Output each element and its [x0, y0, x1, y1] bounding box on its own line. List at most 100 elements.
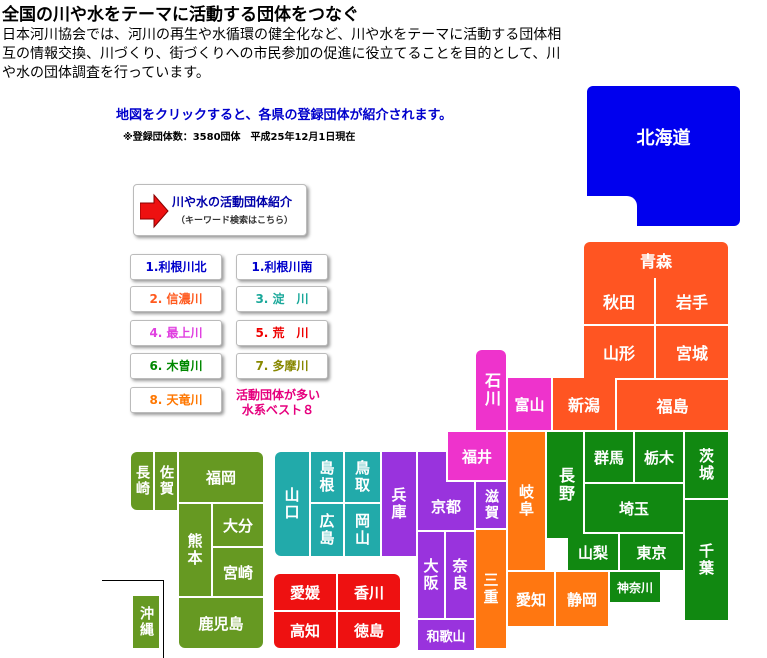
pref-nagano-label: 長野 [556, 467, 575, 503]
pref-osaka-label: 大阪 [421, 558, 440, 592]
registered-count-note: ※登録団体数：3580団体 平成25年12月1日現在 [123, 132, 356, 143]
pref-niigata[interactable]: 新潟 [553, 378, 615, 430]
pref-shiga[interactable]: 滋賀 [476, 482, 506, 528]
pref-tokyo[interactable]: 東京 [620, 534, 683, 570]
pref-shizuoka-label: 静岡 [566, 590, 597, 609]
pref-kumamoto-label: 熊本 [185, 533, 204, 567]
river-button-kiso[interactable]: 6. 木曽川 [130, 353, 222, 379]
pref-kagoshima[interactable]: 鹿児島 [179, 598, 263, 648]
okinawa-divider-vertical [163, 580, 164, 658]
pref-saga-label: 佐賀 [158, 465, 174, 497]
pref-oita-label: 大分 [222, 516, 253, 535]
hokkaido-notch [587, 196, 637, 228]
pref-okinawa[interactable]: 沖縄 [133, 596, 159, 648]
pref-shimane-label: 島根 [317, 460, 336, 494]
pref-nagasaki[interactable]: 長崎 [131, 452, 153, 510]
pref-tochigi[interactable]: 栃木 [635, 432, 683, 482]
pref-chiba[interactable]: 千葉 [685, 500, 728, 620]
pref-gifu[interactable]: 岐阜 [508, 432, 545, 570]
best8-caption: 活動団体が多い 水系ベスト８ [236, 388, 320, 418]
pref-hyogo-label: 兵庫 [389, 487, 408, 521]
pref-hiroshima-label: 広島 [317, 513, 336, 547]
pref-okayama[interactable]: 岡山 [345, 504, 380, 556]
pref-ehime[interactable]: 愛媛 [274, 574, 336, 610]
pref-mie[interactable]: 三重 [476, 530, 506, 648]
river-button-tone-north[interactable]: 1.利根川北 [130, 254, 222, 280]
pref-aomori-label: 青森 [639, 252, 672, 271]
pref-ibaraki-label: 茨城 [697, 448, 715, 482]
pref-fukui[interactable]: 福井 [448, 432, 506, 480]
pref-kochi-label: 高知 [289, 621, 320, 640]
pref-kagoshima-label: 鹿児島 [198, 614, 244, 633]
pref-shiga-label: 滋賀 [483, 489, 499, 521]
river-button-ara[interactable]: 5. 荒 川 [236, 320, 328, 346]
pref-shimane[interactable]: 島根 [311, 452, 343, 502]
river-button-yodo[interactable]: 3. 淀 川 [236, 286, 328, 312]
pref-tokushima-label: 徳島 [353, 621, 384, 640]
pref-fukushima[interactable]: 福島 [617, 380, 728, 430]
pref-aomori[interactable]: 青森 [584, 242, 728, 278]
pref-aichi[interactable]: 愛知 [508, 572, 554, 626]
pref-tottori-label: 鳥取 [353, 460, 371, 494]
pref-nara-label: 奈良 [450, 558, 469, 592]
pref-wakayama-label: 和歌山 [426, 629, 466, 645]
pref-ishikawa[interactable]: 石川 [476, 350, 506, 430]
pref-gunma[interactable]: 群馬 [585, 432, 633, 482]
arrow-right-icon [140, 193, 169, 229]
pref-kanagawa[interactable]: 神奈川 [610, 572, 660, 602]
pref-yamaguchi[interactable]: 山口 [275, 452, 309, 556]
river-button-shinano[interactable]: 2. 信濃川 [130, 286, 222, 312]
pref-akita-label: 秋田 [602, 293, 635, 312]
pref-kochi[interactable]: 高知 [274, 612, 336, 648]
pref-saitama[interactable]: 埼玉 [585, 484, 683, 532]
pref-yamagata[interactable]: 山形 [584, 326, 654, 378]
pref-kumamoto[interactable]: 熊本 [179, 504, 211, 596]
pref-mie-label: 三重 [481, 572, 500, 606]
pref-miyagi[interactable]: 宮城 [656, 326, 728, 378]
pref-yamagata-label: 山形 [602, 344, 635, 363]
pref-kyoto-label: 京都 [430, 497, 461, 516]
best8-line2: 水系ベスト８ [241, 403, 315, 417]
intro-text: 日本河川協会では、河川の再生や水循環の健全化など、川や水をテーマに活動する団体相… [2, 27, 562, 81]
pref-niigata-label: 新潟 [567, 396, 600, 415]
pref-fukuoka[interactable]: 福岡 [179, 452, 263, 502]
pref-okayama-label: 岡山 [353, 513, 371, 547]
pref-tottori[interactable]: 鳥取 [345, 452, 380, 502]
pref-toyama[interactable]: 富山 [508, 378, 551, 430]
pref-tochigi-label: 栃木 [643, 448, 674, 467]
pref-hiroshima[interactable]: 広島 [311, 504, 343, 556]
pref-oita[interactable]: 大分 [213, 504, 263, 546]
pref-yamanashi[interactable]: 山梨 [568, 534, 618, 570]
river-button-tama[interactable]: 7. 多摩川 [236, 353, 328, 379]
pref-aichi-label: 愛知 [515, 590, 546, 609]
pref-kagawa[interactable]: 香川 [338, 574, 400, 610]
river-button-tone-south[interactable]: 1.利根川南 [236, 254, 328, 280]
pref-gunma-label: 群馬 [593, 448, 624, 467]
activity-groups-button[interactable]: 川や水の活動団体紹介 （キーワード検索はこちら） [133, 184, 307, 236]
pref-gifu-label: 岐阜 [517, 484, 535, 518]
pref-hyogo[interactable]: 兵庫 [382, 452, 416, 556]
pref-shizuoka[interactable]: 静岡 [556, 572, 608, 626]
pref-yamanashi-label: 山梨 [577, 543, 608, 562]
pref-wakayama[interactable]: 和歌山 [418, 620, 474, 650]
pref-fukushima-label: 福島 [656, 397, 689, 416]
pref-nara[interactable]: 奈良 [446, 532, 474, 618]
map-instruction: 地図をクリックすると、各県の登録団体が紹介されます。 [116, 108, 453, 123]
best8-line1: 活動団体が多い [236, 388, 321, 402]
pref-tokushima[interactable]: 徳島 [338, 612, 400, 648]
pref-okinawa-label: 沖縄 [138, 606, 154, 638]
pref-akita[interactable]: 秋田 [584, 278, 654, 324]
pref-ibaraki[interactable]: 茨城 [685, 432, 728, 498]
pref-iwate[interactable]: 岩手 [656, 278, 728, 324]
pref-kyoto[interactable]: 京都 [418, 482, 474, 530]
pref-hokkaido-label: 北海道 [636, 128, 691, 149]
pref-osaka[interactable]: 大阪 [418, 532, 444, 618]
pref-ehime-label: 愛媛 [289, 583, 320, 602]
pref-miyazaki[interactable]: 宮崎 [213, 548, 263, 596]
pref-saga[interactable]: 佐賀 [155, 452, 177, 510]
kinki-fill [418, 452, 446, 482]
river-button-tenryu[interactable]: 8. 天竜川 [130, 387, 222, 413]
pref-kagawa-label: 香川 [353, 583, 384, 602]
river-button-mogami[interactable]: 4. 最上川 [130, 320, 222, 346]
pref-nagano[interactable]: 長野 [547, 432, 583, 538]
